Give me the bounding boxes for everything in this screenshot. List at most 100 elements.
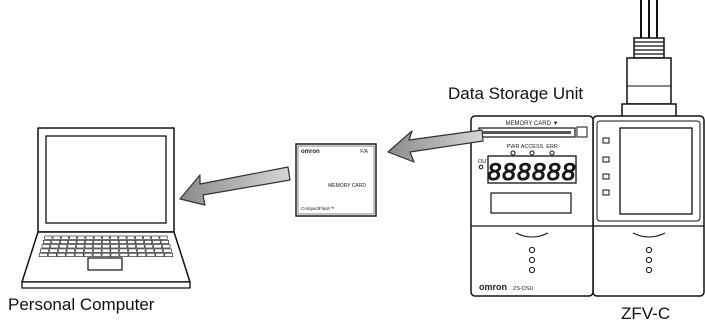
keyboard-key — [110, 240, 119, 245]
cable — [621, 0, 677, 119]
keyboard-key — [76, 240, 85, 245]
keyboard-key — [155, 252, 165, 257]
zfv-c-unit — [592, 115, 705, 297]
keyboard-key — [50, 244, 59, 249]
keyboard-key — [56, 252, 66, 257]
keyboard-key — [118, 240, 127, 245]
keyboard-key — [110, 244, 119, 249]
keyboard-key — [42, 240, 52, 245]
led-access — [529, 150, 535, 156]
keyboard-key — [60, 235, 69, 240]
laptop-screen — [45, 135, 167, 224]
keyboard-key — [119, 248, 128, 253]
keyboard-key — [52, 235, 61, 240]
data-storage-unit: MEMORY CARD ▼ PWR ACCESS ERR OUT 888888 … — [470, 115, 594, 297]
keyboard-key — [160, 240, 169, 245]
keyboard-key — [85, 240, 94, 245]
keyboard-key — [159, 235, 168, 240]
card-corner-label: F/A — [360, 149, 368, 155]
keyboard-key — [110, 248, 120, 253]
keyboard-key — [84, 248, 93, 253]
keyboard-key — [119, 252, 129, 257]
keyboard-key — [38, 252, 48, 257]
keyboard-key — [47, 252, 57, 257]
keyboard-key — [151, 235, 160, 240]
keyboard-key — [67, 244, 76, 249]
personal-computer-label: Personal Computer — [8, 295, 155, 314]
keyboard-key — [41, 244, 50, 249]
keyboard-key — [93, 240, 102, 245]
keyboard-key — [128, 252, 138, 257]
keyboard-key — [84, 244, 93, 249]
keyboard-key — [59, 240, 69, 245]
keyboard-key — [145, 248, 155, 253]
keyboard-key — [135, 235, 143, 240]
laptop-touchpad — [87, 257, 123, 271]
keyboard-key — [146, 252, 156, 257]
dsu-model: ZS-DSU — [513, 286, 534, 292]
led-err-label: ERR — [546, 144, 558, 150]
keyboard-key — [163, 248, 172, 253]
dsu-brand: omron — [479, 282, 507, 292]
keyboard-key — [66, 248, 76, 253]
keyboard-key — [76, 244, 85, 249]
keyboard-key — [58, 244, 68, 249]
keyboard-key — [127, 240, 136, 245]
keyboard-key — [57, 248, 67, 253]
keyboard-key — [126, 235, 135, 240]
keyboard-key — [137, 252, 147, 257]
display-digits: 888888 — [487, 159, 576, 186]
keyboard-key — [119, 244, 128, 249]
keyboard-key — [85, 235, 94, 240]
keyboard-key — [136, 244, 145, 249]
keyboard-key — [135, 240, 144, 245]
keyboard-key — [153, 244, 162, 249]
data-storage-unit-label: Data Storage Unit — [448, 84, 584, 103]
keyboard-key — [110, 252, 120, 257]
keyboard-key — [51, 240, 60, 245]
keyboard-key — [144, 240, 153, 245]
keyboard-key — [92, 252, 102, 257]
dsu-slot-label: MEMORY CARD ▼ — [505, 121, 558, 127]
keyboard-key — [68, 240, 77, 245]
keyboard-key — [127, 244, 136, 249]
seven-segment-display — [487, 155, 577, 184]
keyboard-key — [101, 244, 111, 249]
arrow-dsu-to-card — [387, 129, 484, 163]
laptop-computer — [21, 127, 191, 289]
keyboard-key — [102, 235, 110, 240]
arrow-card-to-computer — [179, 166, 291, 206]
keyboard-key — [143, 235, 152, 240]
keyboard-key — [75, 248, 84, 253]
laptop-keyboard — [38, 235, 174, 257]
card-brand: omron — [301, 149, 320, 155]
keyboard-key — [93, 244, 102, 249]
card-footer: CompactFlash™ — [301, 206, 335, 211]
keyboard-key — [93, 235, 102, 240]
keyboard-key — [40, 248, 49, 253]
keyboard-key — [144, 244, 154, 249]
card-name: MEMORY CARD — [328, 183, 366, 189]
led-pwr-label: PWR — [507, 144, 520, 150]
keyboard-key — [49, 248, 58, 253]
keyboard-key — [93, 248, 102, 253]
keyboard-key — [154, 248, 163, 253]
keyboard-key — [69, 235, 78, 240]
keyboard-key — [128, 248, 137, 253]
keyboard-key — [101, 252, 111, 257]
keyboard-key — [101, 248, 111, 253]
keyboard-key — [83, 252, 93, 257]
led-err — [549, 150, 555, 156]
keyboard-key — [44, 235, 53, 240]
led-pwr — [510, 150, 516, 156]
zfv-c-label: ZFV-C — [621, 304, 671, 323]
keyboard-key — [118, 235, 127, 240]
keyboard-key — [101, 240, 110, 245]
keyboard-key — [164, 252, 174, 257]
keyboard-key — [77, 235, 86, 240]
keyboard-key — [162, 244, 171, 249]
led-access-label: ACCESS — [521, 144, 544, 150]
out-label: OUT — [478, 159, 490, 165]
keyboard-key — [110, 235, 119, 240]
